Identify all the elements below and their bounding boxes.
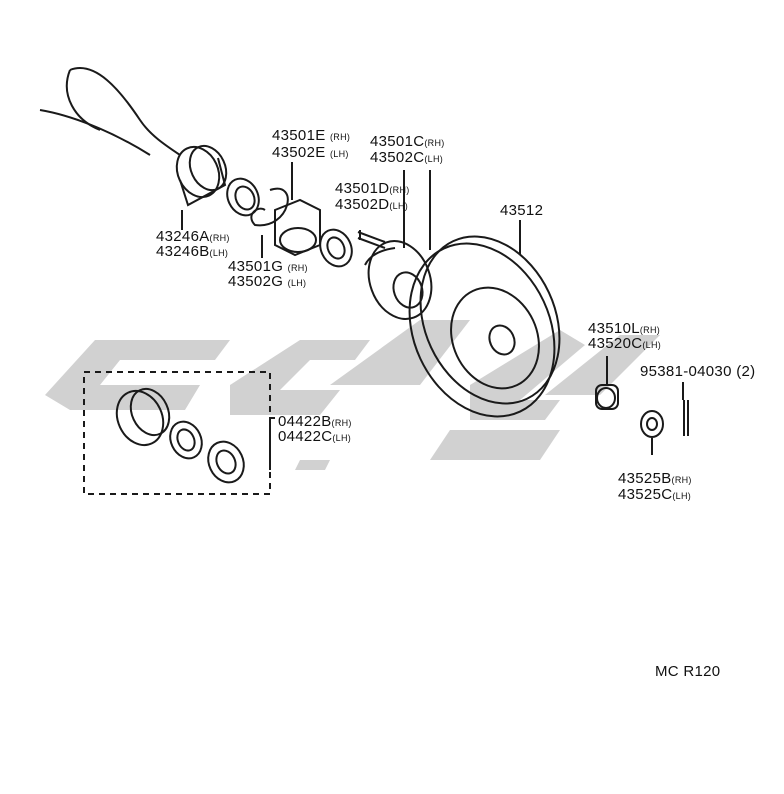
part-label-43501E[interactable]: 43501E (RH): [272, 127, 351, 144]
part-label-43502E[interactable]: 43502E (LH): [272, 144, 349, 161]
part-label-43502G[interactable]: 43502G (LH): [228, 273, 307, 290]
drawing-lines: [39, 67, 689, 495]
part-label-43510L[interactable]: 43510L(RH): [588, 320, 661, 337]
part-label-43501G[interactable]: 43501G (RH): [228, 258, 308, 275]
part-label-43502D[interactable]: 43502D(LH): [335, 196, 409, 213]
part-label-43525C[interactable]: 43525C(LH): [618, 486, 692, 503]
figure-code: MC R120: [655, 663, 721, 680]
part-label-95381-04030[interactable]: 95381-04030 (2): [640, 363, 756, 380]
part-label-43525B[interactable]: 43525B(RH): [618, 470, 692, 487]
part-label-04422C[interactable]: 04422C(LH): [278, 428, 352, 445]
part-label-43520C[interactable]: 43520C(LH): [588, 335, 662, 352]
part-label-43501C[interactable]: 43501C(RH): [370, 133, 445, 150]
part-label-43502C[interactable]: 43502C(LH): [370, 149, 444, 166]
watermark-logo: [45, 320, 660, 470]
part-label-43512[interactable]: 43512: [500, 202, 544, 219]
part-label-43501D[interactable]: 43501D(RH): [335, 180, 410, 197]
part-label-04422B[interactable]: 04422B(RH): [278, 413, 352, 430]
part-label-43246B[interactable]: 43246B(LH): [156, 243, 229, 260]
part-label-43246A[interactable]: 43246A(RH): [156, 228, 230, 245]
